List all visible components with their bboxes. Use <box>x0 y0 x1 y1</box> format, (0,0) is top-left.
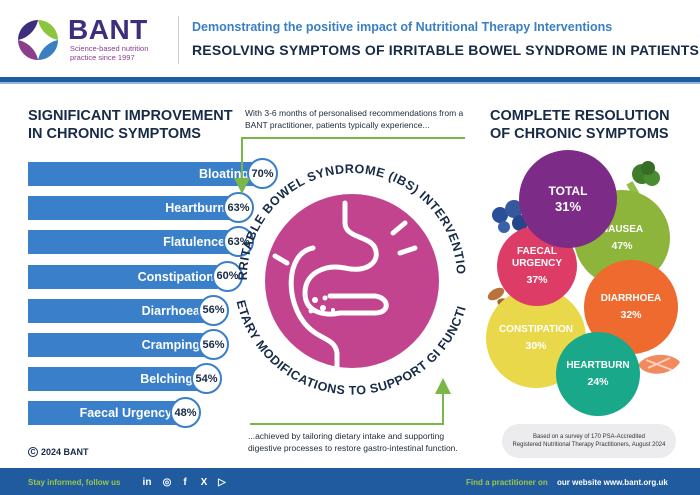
improvement-bar: Diarrhoea <box>28 298 210 323</box>
improvement-bar: Heartburn <box>28 196 235 221</box>
website-link[interactable]: our website www.bant.org.uk <box>557 478 668 487</box>
page-title: RESOLVING SYMPTOMS OF IRRITABLE BOWEL SY… <box>192 42 700 58</box>
bubble-value: 32% <box>620 309 642 321</box>
broccoli-icon <box>626 161 660 199</box>
intestine-dots <box>308 295 335 314</box>
improvement-bar: Constipation <box>28 264 224 289</box>
bubble-label: DIARRHOEA <box>600 293 662 304</box>
bubble-value: 30% <box>525 340 547 352</box>
arrow-top <box>234 137 465 194</box>
copyright: C 2024 BANT <box>28 447 89 457</box>
brand-name: BANT <box>68 14 148 45</box>
bant-logo-icon <box>18 20 58 60</box>
follow-text: Stay informed, follow us <box>28 478 121 487</box>
improvement-percent: 56% <box>198 329 229 360</box>
bubble-value: 37% <box>526 274 548 286</box>
salmon-icon <box>638 354 680 374</box>
improvement-bar-label: Constipation <box>137 269 214 284</box>
improvement-title: SIGNIFICANT IMPROVEMENT IN CHRONIC SYMPT… <box>28 108 233 142</box>
bubble-label: FAECAL URGENCY <box>511 246 562 269</box>
survey-note: Based on a survey of 170 PSA-Accredited … <box>502 424 676 458</box>
header-subtitle: Demonstrating the positive impact of Nut… <box>192 20 613 34</box>
improvement-bar-label: Faecal Urgency <box>79 406 172 421</box>
improvement-bar-label: Belching <box>140 372 193 387</box>
brand-tagline: Science-based nutrition practice since 1… <box>70 44 149 62</box>
bubble-label: TOTAL <box>548 184 588 198</box>
improvement-percent: 48% <box>170 397 201 429</box>
improvement-percent: 60% <box>212 260 243 292</box>
footer-bar <box>0 468 700 495</box>
bubble-label: CONSTIPATION <box>498 324 574 335</box>
intestine-icon <box>272 200 418 369</box>
improvement-bar: Faecal Urgency <box>28 401 182 426</box>
improvement-percent: 54% <box>191 363 222 395</box>
bubble-label: HEARTBURN <box>566 360 630 371</box>
youtube-icon[interactable]: ▷ <box>218 476 226 488</box>
bubble-value: 47% <box>611 240 633 252</box>
survey-line-2: Registered Nutritional Therapy Practitio… <box>512 442 666 448</box>
bubble-value: 31% <box>554 199 582 214</box>
improvement-bar: Cramping <box>28 333 210 357</box>
improvement-bar: Belching <box>28 367 203 392</box>
copyright-text: 2024 BANT <box>41 447 89 457</box>
improvement-percent: 56% <box>198 294 229 326</box>
improvement-bar-label: Heartburn <box>165 201 225 216</box>
header-divider <box>178 16 179 64</box>
facebook-icon[interactable]: f <box>183 476 187 488</box>
header-band <box>0 77 700 82</box>
instagram-icon[interactable]: ◎ <box>162 476 172 488</box>
improvement-bar-label: Diarrhoea <box>141 303 200 318</box>
improvement-percent: 63% <box>223 226 254 258</box>
improvement-bar-label: Bloating <box>199 167 249 181</box>
improvement-percent: 70% <box>247 158 278 189</box>
x-icon[interactable]: X <box>200 476 208 488</box>
resolution-title: COMPLETE RESOLUTION OF CHRONIC SYMPTOMS <box>490 108 670 142</box>
arrow-bottom <box>250 378 451 425</box>
improvement-bar-label: Flatulence <box>163 235 225 250</box>
header-band-light <box>0 82 700 84</box>
bubble-label: NAUSEA <box>600 224 644 235</box>
bubble-heartburn: HEARTBURN 24% <box>556 332 640 416</box>
find-practitioner-text: Find a practitioner on <box>466 478 548 487</box>
improvement-bar: Flatulence <box>28 230 235 255</box>
linkedin-icon[interactable]: in <box>142 476 152 488</box>
improvement-bar: Bloating <box>28 162 259 186</box>
copyright-icon: C <box>28 447 38 457</box>
improvement-percent: 63% <box>223 192 254 224</box>
intervention-graphic: IRRITABLE BOWEL SYNDROME (IBS) INTERVENT… <box>225 128 468 425</box>
outro-text: ...achieved by tailoring dietary intake … <box>248 431 458 453</box>
improvement-bar-label: Cramping <box>141 338 200 352</box>
survey-line-1: Based on a survey of 170 PSA-Accredited <box>532 434 646 440</box>
bubble-faecal-urgency: FAECAL URGENCY 37% <box>497 226 577 306</box>
bubble-value: 24% <box>587 376 609 388</box>
intro-text: With 3-6 months of personalised recommen… <box>245 108 464 130</box>
